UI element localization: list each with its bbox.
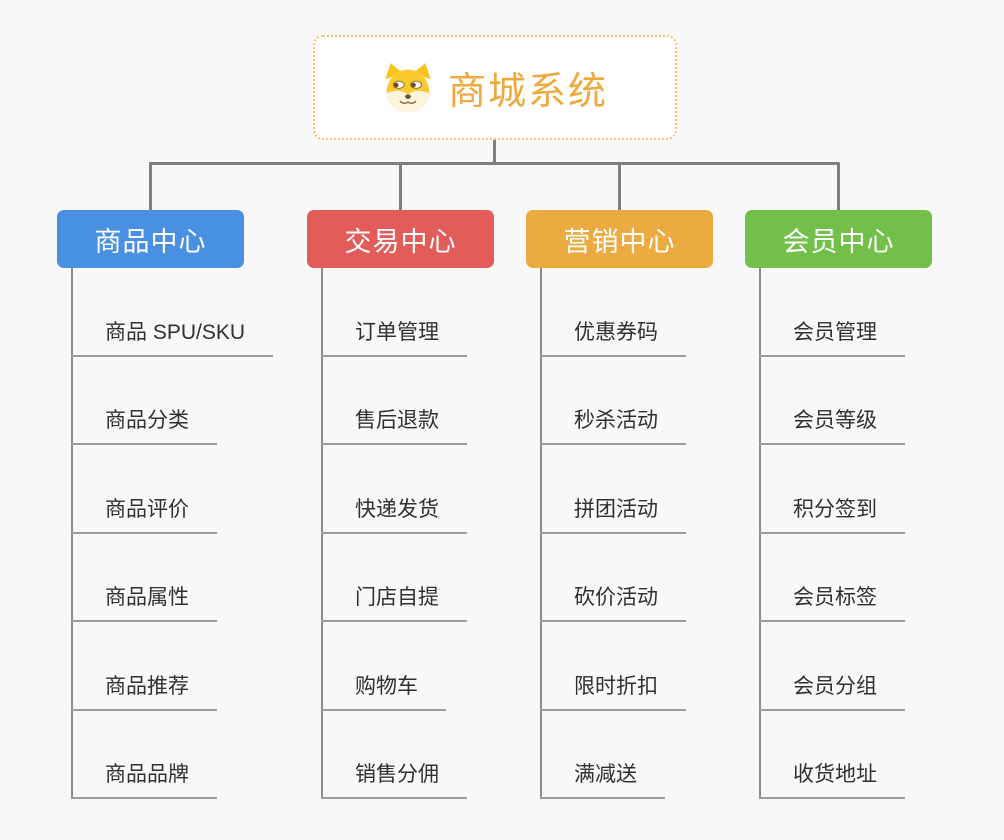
- topic-shopping-cart[interactable]: 购物车: [321, 670, 446, 711]
- connector-drop-branch-4: [837, 162, 840, 211]
- topic-shipping-address[interactable]: 收货地址: [759, 758, 905, 799]
- topic-coupon-code[interactable]: 优惠券码: [540, 316, 686, 357]
- topic-group-buy[interactable]: 拼团活动: [540, 493, 686, 534]
- branch-items-marketing-center: 优惠券码 秒杀活动 拼团活动 砍价活动 限时折扣 满减送: [540, 268, 686, 799]
- branch-node-trade-center[interactable]: 交易中心: [307, 210, 494, 268]
- list-item: 商品分类: [71, 357, 273, 445]
- branch-items-trade-center: 订单管理 售后退款 快递发货 门店自提 购物车 销售分佣: [321, 268, 467, 799]
- connector-horizontal: [149, 162, 840, 165]
- branch-label: 交易中心: [344, 226, 457, 257]
- topic-member-management[interactable]: 会员管理: [759, 316, 905, 357]
- list-item: 砍价活动: [540, 534, 686, 622]
- topic-spend-save[interactable]: 满减送: [540, 758, 665, 799]
- list-item: 积分签到: [759, 445, 905, 534]
- list-item: 门店自提: [321, 534, 467, 622]
- list-item: 购物车: [321, 622, 467, 711]
- topic-member-group[interactable]: 会员分组: [759, 670, 905, 711]
- connector-drop-branch-2: [399, 162, 402, 211]
- branch-items-product-center: 商品 SPU/SKU 商品分类 商品评价 商品属性 商品推荐 商品品牌: [71, 268, 274, 799]
- topic-product-recommend[interactable]: 商品推荐: [71, 670, 217, 711]
- list-item: 销售分佣: [321, 711, 467, 799]
- list-item: 会员标签: [759, 534, 905, 622]
- list-item: 会员管理: [759, 268, 905, 357]
- list-item: 快递发货: [321, 445, 467, 534]
- list-item: 订单管理: [321, 268, 467, 357]
- topic-flash-sale[interactable]: 秒杀活动: [540, 404, 686, 445]
- topic-product-spu-sku[interactable]: 商品 SPU/SKU: [71, 316, 274, 357]
- topic-member-level[interactable]: 会员等级: [759, 404, 905, 445]
- list-item: 限时折扣: [540, 622, 686, 711]
- connector-root-vertical: [493, 139, 496, 165]
- root-node-mall-system[interactable]: 商城系统: [313, 35, 677, 140]
- list-item: 商品属性: [71, 534, 273, 622]
- connector-drop-branch-3: [618, 162, 621, 211]
- list-item: 商品评价: [71, 445, 273, 534]
- list-item: 会员分组: [759, 622, 905, 711]
- list-item: 收货地址: [759, 711, 905, 799]
- topic-store-pickup[interactable]: 门店自提: [321, 581, 467, 622]
- topic-aftersale-refund[interactable]: 售后退款: [321, 404, 467, 445]
- list-item: 满减送: [540, 711, 686, 799]
- topic-sales-commission[interactable]: 销售分佣: [321, 758, 467, 799]
- branch-label: 营销中心: [563, 226, 676, 257]
- topic-product-category[interactable]: 商品分类: [71, 404, 217, 445]
- root-title: 商城系统: [447, 71, 608, 113]
- topic-product-review[interactable]: 商品评价: [71, 493, 217, 534]
- list-item: 商品 SPU/SKU: [71, 268, 274, 357]
- shiba-dog-icon: [385, 62, 431, 113]
- list-item: 会员等级: [759, 357, 905, 445]
- topic-points-checkin[interactable]: 积分签到: [759, 493, 905, 534]
- topic-express-delivery[interactable]: 快递发货: [321, 493, 467, 534]
- list-item: 商品推荐: [71, 622, 273, 711]
- list-item: 秒杀活动: [540, 357, 686, 445]
- connector-drop-branch-1: [149, 162, 152, 211]
- list-item: 商品品牌: [71, 711, 273, 799]
- list-item: 优惠券码: [540, 268, 686, 357]
- branch-node-marketing-center[interactable]: 营销中心: [526, 210, 713, 268]
- branch-items-member-center: 会员管理 会员等级 积分签到 会员标签 会员分组 收货地址: [759, 268, 905, 799]
- topic-member-tag[interactable]: 会员标签: [759, 581, 905, 622]
- topic-bargain-activity[interactable]: 砍价活动: [540, 581, 686, 622]
- topic-order-management[interactable]: 订单管理: [321, 316, 467, 357]
- topic-product-brand[interactable]: 商品品牌: [71, 758, 217, 799]
- topic-product-attribute[interactable]: 商品属性: [71, 581, 217, 622]
- branch-label: 会员中心: [782, 226, 895, 257]
- branch-node-member-center[interactable]: 会员中心: [745, 210, 932, 268]
- list-item: 售后退款: [321, 357, 467, 445]
- topic-limited-time-discount[interactable]: 限时折扣: [540, 670, 686, 711]
- branch-label: 商品中心: [94, 226, 207, 257]
- list-item: 拼团活动: [540, 445, 686, 534]
- branch-node-product-center[interactable]: 商品中心: [57, 210, 244, 268]
